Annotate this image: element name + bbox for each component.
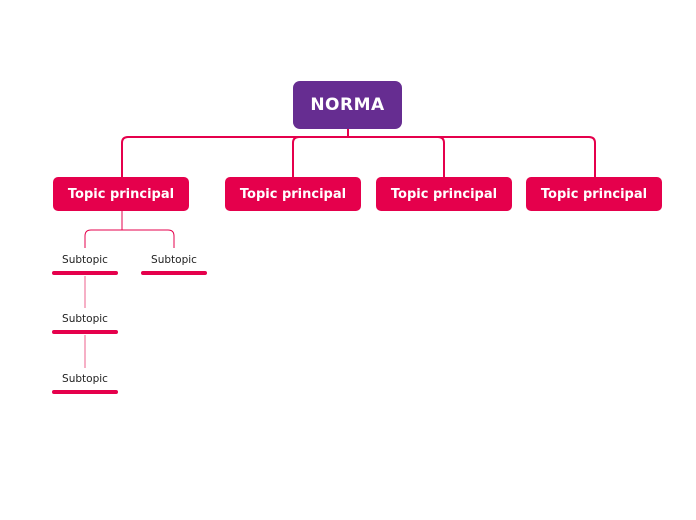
- subtopic-underline: [52, 271, 118, 275]
- main-topic-label: Topic principal: [239, 186, 347, 202]
- subtopic-1-1-1[interactable]: Subtopic: [52, 372, 118, 394]
- main-topic-label: Topic principal: [67, 186, 175, 202]
- subtopic-underline: [52, 330, 118, 334]
- subtopic-underline: [52, 390, 118, 394]
- main-topic-label: Topic principal: [390, 186, 498, 202]
- main-topic-3[interactable]: Topic principal: [376, 177, 512, 211]
- main-topic-label: Topic principal: [540, 186, 648, 202]
- main-topic-4[interactable]: Topic principal: [526, 177, 662, 211]
- subtopic-label: Subtopic: [62, 254, 108, 266]
- subtopic-2[interactable]: Subtopic: [141, 253, 207, 275]
- subtopic-1-1[interactable]: Subtopic: [52, 312, 118, 334]
- main-topic-2[interactable]: Topic principal: [225, 177, 361, 211]
- subtopic-1[interactable]: Subtopic: [52, 253, 118, 275]
- main-topic-1[interactable]: Topic principal: [53, 177, 189, 211]
- subtopic-underline: [141, 271, 207, 275]
- central-topic-label: NORMA: [310, 95, 385, 115]
- subtopic-label: Subtopic: [62, 313, 108, 325]
- subtopic-label: Subtopic: [62, 373, 108, 385]
- subtopic-label: Subtopic: [151, 254, 197, 266]
- central-topic-norma[interactable]: NORMA: [293, 81, 402, 129]
